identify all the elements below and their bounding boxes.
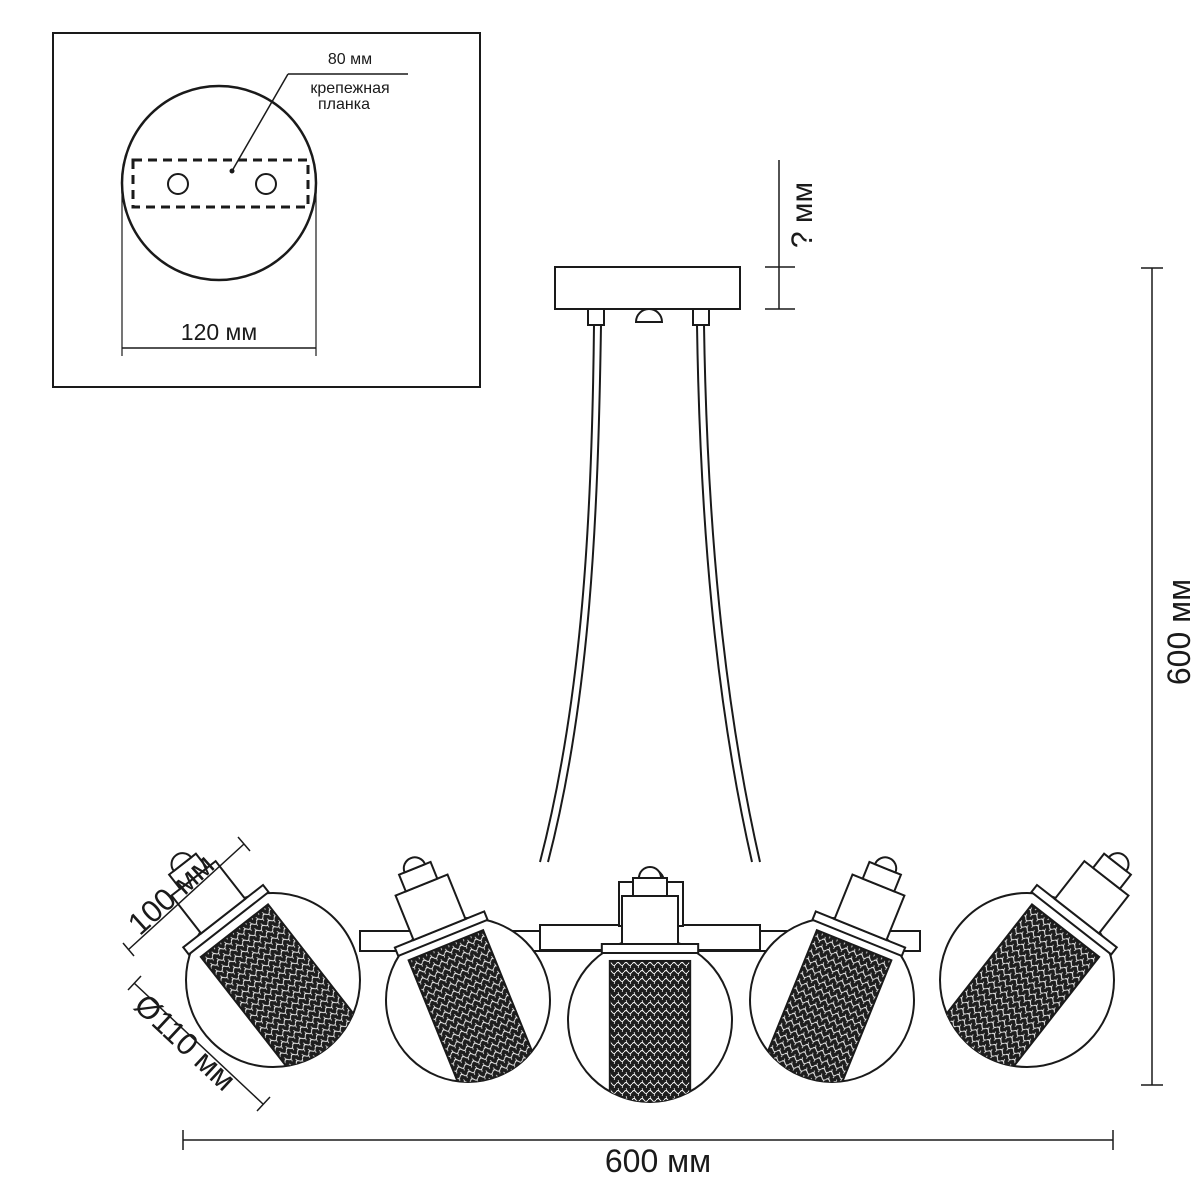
mesh-insert	[608, 959, 692, 1102]
rod-right-outer	[703, 324, 761, 863]
screw-hole-right	[255, 173, 277, 195]
shade-4	[749, 856, 915, 1099]
socket-holder	[621, 895, 679, 945]
shade-diameter-dim-tick-b	[256, 1096, 271, 1112]
canopy	[554, 266, 741, 310]
canopy-assembly	[539, 266, 761, 863]
shade-height-dim-tick-a	[122, 942, 135, 957]
shade-2	[385, 856, 551, 1099]
socket-knob	[637, 866, 663, 879]
rod-left-inner	[547, 324, 602, 863]
plate-length-label: 80 мм	[328, 51, 372, 68]
mounting-inset: 80 мм крепежная планка 120 мм	[52, 32, 481, 388]
shade-diameter-dim-line	[133, 982, 264, 1105]
shades-group	[167, 852, 1133, 1103]
canopy-height-label: ? мм	[786, 182, 819, 248]
leader-line	[231, 73, 289, 172]
height-label: 600 мм	[1161, 579, 1197, 685]
canopy-top-circle	[120, 84, 318, 282]
mounting-plate-dashed	[131, 158, 310, 209]
shade-collar	[600, 943, 700, 954]
socket-knob	[873, 856, 898, 874]
shade-height-dim-tick-b	[237, 836, 251, 852]
canopy-diameter-label: 120 мм	[181, 319, 257, 345]
dimension-lines	[122, 160, 1163, 1150]
socket-knob	[170, 852, 193, 873]
rod-mount-right	[692, 308, 710, 326]
screw-hole-left	[167, 173, 189, 195]
canopy-nut	[634, 308, 664, 323]
plate-label-line1: крепежная	[310, 80, 389, 97]
rod-left-outer	[539, 324, 595, 863]
socket-knob	[1107, 852, 1130, 873]
plate-label-line2: планка	[318, 96, 370, 113]
shade-height-dim-line	[127, 843, 245, 951]
width-label: 600 мм	[605, 1143, 711, 1179]
rod-mount-left	[587, 308, 605, 326]
shade-3	[567, 866, 733, 1103]
shade-1	[167, 852, 366, 1082]
shade-5	[934, 852, 1133, 1082]
socket-cap	[632, 877, 668, 897]
rod-right-inner	[696, 324, 753, 863]
shade-diameter-dim-tick-a	[127, 975, 142, 991]
socket-knob	[402, 856, 427, 874]
